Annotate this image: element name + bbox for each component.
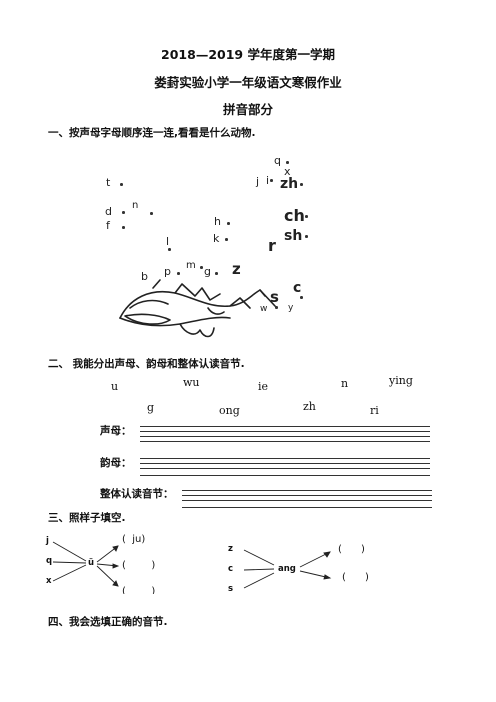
answer-line-yunmu-4[interactable] — [140, 475, 430, 476]
dot-to-dot-puzzle: q x j i zh t n d f ch h k sh l r b p m g… — [100, 148, 345, 348]
answer-blank-2[interactable]: ( ) — [122, 586, 156, 594]
puzzle-letter: b — [141, 270, 148, 283]
puzzle-letter: x — [284, 165, 291, 178]
puzzle-letter: r — [268, 236, 276, 255]
title-pinyin-part: 拼音部分 — [222, 102, 273, 117]
section4-heading: 四、我会选填正确的音节. — [48, 616, 168, 628]
diagram-left-center: ü — [88, 558, 95, 568]
puzzle-letter: k — [213, 232, 220, 245]
answer-line-zhengti-3[interactable] — [182, 500, 432, 501]
pinyin-item: u — [111, 380, 119, 393]
answer-line-zhengti-4[interactable] — [182, 507, 432, 508]
pinyin-item: g — [147, 401, 155, 414]
puzzle-letter: m — [186, 260, 196, 271]
answer-line-yunmu-2[interactable] — [140, 463, 430, 464]
pinyin-item: ong — [219, 404, 240, 417]
animal-outline-drawing — [119, 279, 276, 338]
answer-line-zhengti-2[interactable] — [182, 495, 432, 496]
diagram-right-center: ang — [278, 564, 296, 574]
diagram-right: z c s ang ( ) ( ) — [226, 542, 376, 598]
answer-blank-example: ( ju) — [122, 534, 146, 545]
answer-line-shengmu-3[interactable] — [140, 436, 430, 437]
title-homework: 娄葑实验小学一年级语文寒假作业 — [154, 75, 342, 90]
puzzle-letter: p — [164, 265, 171, 278]
puzzle-letter: d — [105, 205, 112, 218]
answer-line-yunmu-3[interactable] — [140, 468, 430, 469]
pinyin-item: zh — [303, 400, 316, 413]
puzzle-letter: t — [106, 176, 111, 189]
diagram-right-input: z — [228, 544, 233, 554]
puzzle-letter: zh — [280, 176, 299, 192]
puzzle-letter: c — [293, 280, 302, 296]
diagram-left-arrows — [52, 541, 120, 587]
section3-heading: 三、照样子填空. — [48, 512, 126, 524]
puzzle-letter: j — [256, 175, 260, 188]
puzzle-letter: l — [166, 235, 170, 248]
answer-line-zhengti-1[interactable] — [182, 490, 432, 491]
puzzle-letter: sh — [284, 228, 303, 244]
example-answer: ju — [132, 534, 142, 545]
title-school-year: 2018—2019 学年度第一学期 — [161, 47, 335, 62]
puzzle-letter: y — [288, 303, 294, 313]
puzzle-letter: i — [266, 174, 270, 187]
answer-blank-3[interactable]: ( ) — [338, 544, 365, 555]
diagram-left-input: x — [46, 576, 52, 586]
puzzle-letter: h — [214, 215, 221, 228]
puzzle-letter: n — [132, 200, 139, 211]
label-zhengti: 整体认读音节： — [100, 488, 174, 500]
diagram-left-input: j — [46, 536, 49, 546]
section2-heading: 二、 我能分出声母、韵母和整体认读音节. — [48, 358, 245, 370]
pinyin-item: ri — [370, 404, 379, 417]
section1-heading: 一、按声母字母顺序连一连,看看是什么动物. — [48, 127, 256, 139]
pinyin-item: n — [341, 377, 349, 390]
pinyin-item: ie — [258, 380, 269, 393]
puzzle-letter: z — [232, 260, 241, 278]
puzzle-letter: s — [270, 288, 279, 306]
diagram-right-input: c — [228, 564, 234, 574]
pinyin-item: ying — [389, 374, 413, 387]
answer-line-shengmu-2[interactable] — [140, 431, 430, 432]
answer-blank-1[interactable]: ( ) — [122, 560, 156, 571]
label-shengmu: 声母： — [100, 425, 132, 437]
puzzle-letter: q — [274, 154, 281, 167]
answer-line-yunmu-1[interactable] — [140, 458, 430, 459]
diagram-right-input: s — [228, 584, 234, 594]
puzzle-letter: g — [204, 265, 211, 278]
puzzle-letter: w — [260, 304, 268, 314]
label-yunmu: 韵母： — [100, 457, 132, 469]
answer-blank-4[interactable]: ( ) — [342, 572, 369, 583]
diagram-right-arrows — [243, 549, 332, 589]
answer-line-shengmu-4[interactable] — [140, 441, 430, 442]
puzzle-letter: f — [106, 219, 110, 232]
answer-line-shengmu-1[interactable] — [140, 426, 430, 427]
diagram-left: j q x ü ( ju) ( ) ( ) — [44, 532, 164, 596]
pinyin-item: wu — [183, 376, 200, 389]
puzzle-letter: ch — [284, 206, 305, 225]
diagram-left-input: q — [46, 556, 53, 566]
